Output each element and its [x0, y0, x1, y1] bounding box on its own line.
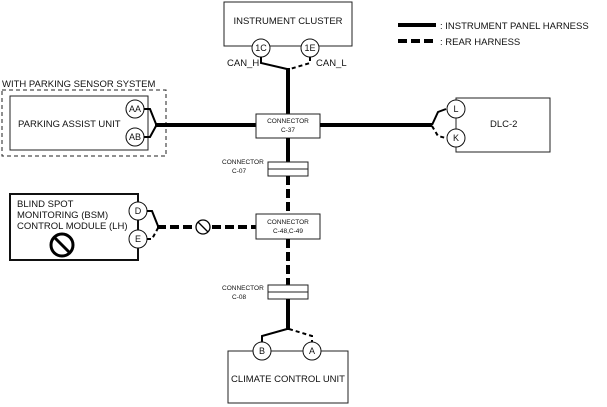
wire-bsm-to-c48	[147, 210, 256, 240]
wire-c08-to-climate	[261, 299, 313, 342]
pin-l	[446, 99, 466, 119]
dlc2-label: DLC-2	[490, 119, 517, 130]
pin-aa-label: AA	[129, 104, 141, 114]
connector-c37-title: CONNECTOR	[267, 118, 309, 125]
climate-control-unit: CLIMATE CONTROL UNIT B A	[227, 341, 349, 404]
connector-c08-title: CONNECTOR	[222, 285, 264, 292]
parking-sensor-group-label: WITH PARKING SENSOR SYSTEM	[2, 79, 156, 90]
legend: : INSTRUMENT PANEL HARNESS : REAR HARNES…	[398, 21, 589, 48]
pin-a	[302, 341, 322, 361]
legend-rear-harness-label: : REAR HARNESS	[440, 37, 520, 48]
wire-c37-to-dlc2	[320, 108, 447, 139]
not-connected-icon	[195, 219, 211, 235]
pin-1e-label: 1E	[304, 43, 315, 53]
connector-c37: CONNECTOR C-37	[255, 113, 321, 139]
wire-parking-to-c37	[144, 108, 256, 138]
pin-k	[446, 128, 466, 148]
connector-c07: CONNECTOR C-07	[222, 159, 309, 177]
connector-c07-title: CONNECTOR	[222, 159, 264, 166]
instrument-cluster-label: INSTRUMENT CLUSTER	[233, 16, 342, 27]
bsm-control-module: BLIND SPOT MONITORING (BSM) CONTROL MODU…	[9, 193, 148, 261]
connector-c48-title: CONNECTOR	[267, 219, 309, 226]
connector-c07-id: C-07	[232, 168, 246, 175]
connector-c08: CONNECTOR C-08	[222, 284, 309, 301]
prohibited-icon	[49, 232, 75, 258]
dlc2: DLC-2 L K	[446, 97, 551, 153]
connector-c48-c49: CONNECTOR C-48,C-49	[255, 213, 321, 240]
bsm-label-line1: BLIND SPOT	[17, 199, 74, 210]
can-h-label: CAN_H	[227, 58, 259, 69]
parking-sensor-group: WITH PARKING SENSOR SYSTEM PARKING ASSIS…	[1, 79, 167, 157]
pin-k-label: K	[453, 133, 459, 143]
connector-c37-id: C-37	[281, 127, 295, 134]
bsm-label-line3: CONTROL MODULE (LH)	[17, 221, 128, 232]
parking-assist-unit-label: PARKING ASSIST UNIT	[18, 119, 121, 130]
climate-control-unit-label: CLIMATE CONTROL UNIT	[231, 374, 345, 385]
bsm-label-line2: MONITORING (BSM)	[17, 210, 108, 221]
pin-e-label: E	[135, 234, 141, 244]
pin-ab-label: AB	[129, 132, 141, 142]
pin-a-label: A	[309, 346, 315, 356]
connector-c48-id: C-48,C-49	[273, 228, 303, 235]
pin-1c-label: 1C	[255, 43, 267, 53]
connector-c08-id: C-08	[232, 294, 246, 301]
pin-l-label: L	[453, 104, 458, 114]
legend-instrument-panel-harness-label: : INSTRUMENT PANEL HARNESS	[440, 21, 589, 32]
instrument-cluster: INSTRUMENT CLUSTER 1C 1E	[223, 1, 353, 58]
pin-b	[252, 341, 272, 361]
can-l-label: CAN_L	[316, 58, 347, 69]
pin-b-label: B	[259, 346, 265, 356]
pin-d-label: D	[135, 206, 142, 216]
wire-cluster-to-c37	[260, 57, 311, 114]
